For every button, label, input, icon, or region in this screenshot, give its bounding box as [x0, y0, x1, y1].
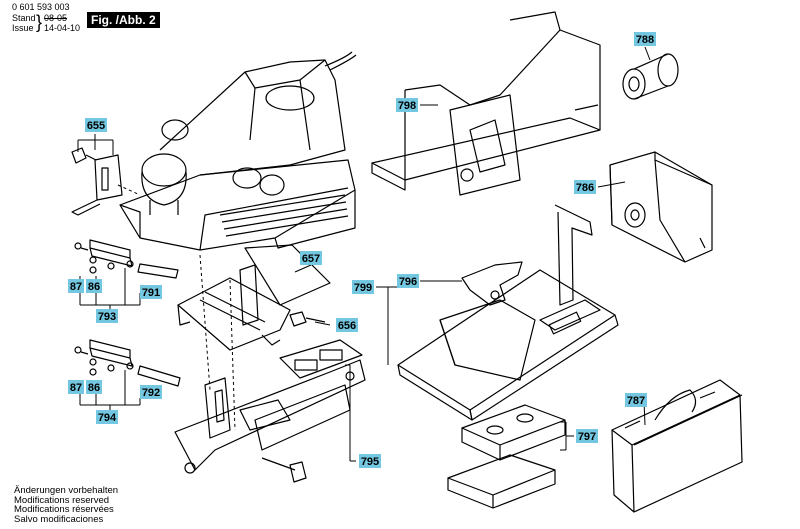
footer-line-en: Modifications reserved	[14, 494, 110, 506]
svg-text:87: 87	[70, 281, 82, 293]
stand-old-date: 08-05	[44, 13, 68, 23]
callout-87-lower: 87	[68, 380, 84, 394]
issue-label: Issue	[12, 23, 34, 33]
svg-text:796: 796	[399, 276, 417, 288]
svg-text:657: 657	[302, 253, 320, 265]
part-798-drawing	[371, 11, 601, 196]
part-787-drawing	[611, 379, 743, 513]
part-657-656-drawing	[177, 244, 331, 351]
footer-line-es: Salvo modificaciones	[14, 513, 104, 525]
svg-text:655: 655	[87, 120, 105, 132]
footer-line-fr: Modifications réservées	[14, 504, 114, 516]
part-797-drawing	[447, 404, 566, 509]
svg-text:86: 86	[88, 281, 100, 293]
stand-label: Stand	[12, 13, 36, 23]
callout-796: 796	[397, 274, 419, 288]
callout-798: 798	[396, 98, 418, 112]
svg-text:656: 656	[338, 320, 356, 332]
callout-793: 793	[96, 309, 118, 323]
brace-icon: }	[36, 12, 43, 32]
callout-87-upper: 87	[68, 279, 84, 293]
callouts: 655 657 656 798 788 786 796 799 787 797 …	[68, 32, 656, 468]
part-788-drawing	[622, 53, 679, 100]
callout-657: 657	[300, 251, 322, 265]
callout-656: 656	[336, 318, 358, 332]
svg-text:799: 799	[354, 282, 372, 294]
svg-text:795: 795	[361, 456, 379, 468]
svg-text:792: 792	[142, 387, 160, 399]
footer-notes: Änderungen vorbehalten Modifications res…	[14, 486, 118, 524]
callout-797: 797	[576, 429, 598, 443]
callout-786: 786	[574, 180, 596, 194]
part-791-793-drawing	[74, 239, 179, 279]
svg-text:86: 86	[88, 382, 100, 394]
svg-text:798: 798	[398, 100, 416, 112]
callout-799: 799	[352, 280, 374, 294]
figure-label: Fig. /Abb. 2	[87, 12, 160, 28]
callout-655: 655	[85, 118, 107, 132]
svg-text:788: 788	[636, 34, 654, 46]
part-795-drawing	[174, 339, 366, 483]
assembly-dash-lines	[117, 184, 236, 431]
svg-text:797: 797	[578, 431, 596, 443]
callout-791: 791	[140, 285, 162, 299]
part-number: 0 601 593 003	[12, 2, 70, 12]
part-799-796-drawing	[397, 204, 619, 421]
footer-line-de: Änderungen vorbehalten	[14, 485, 119, 496]
svg-text:786: 786	[576, 182, 594, 194]
planer-body-drawing	[119, 51, 357, 251]
svg-text:794: 794	[98, 412, 117, 424]
svg-text:793: 793	[98, 311, 116, 323]
svg-text:87: 87	[70, 382, 82, 394]
leader-lines	[77, 46, 651, 462]
callout-794: 794	[96, 410, 118, 424]
issue-date: 14-04-10	[44, 23, 81, 33]
callout-795: 795	[359, 454, 381, 468]
svg-text:791: 791	[142, 287, 160, 299]
callout-787: 787	[625, 393, 647, 407]
callout-86-lower: 86	[86, 380, 102, 394]
part-792-794-drawing	[74, 339, 181, 387]
part-655-drawing	[71, 147, 123, 216]
callout-788: 788	[634, 32, 656, 46]
callout-792: 792	[140, 385, 162, 399]
part-786-drawing	[609, 151, 713, 263]
svg-text:787: 787	[627, 395, 645, 407]
callout-86-upper: 86	[86, 279, 102, 293]
